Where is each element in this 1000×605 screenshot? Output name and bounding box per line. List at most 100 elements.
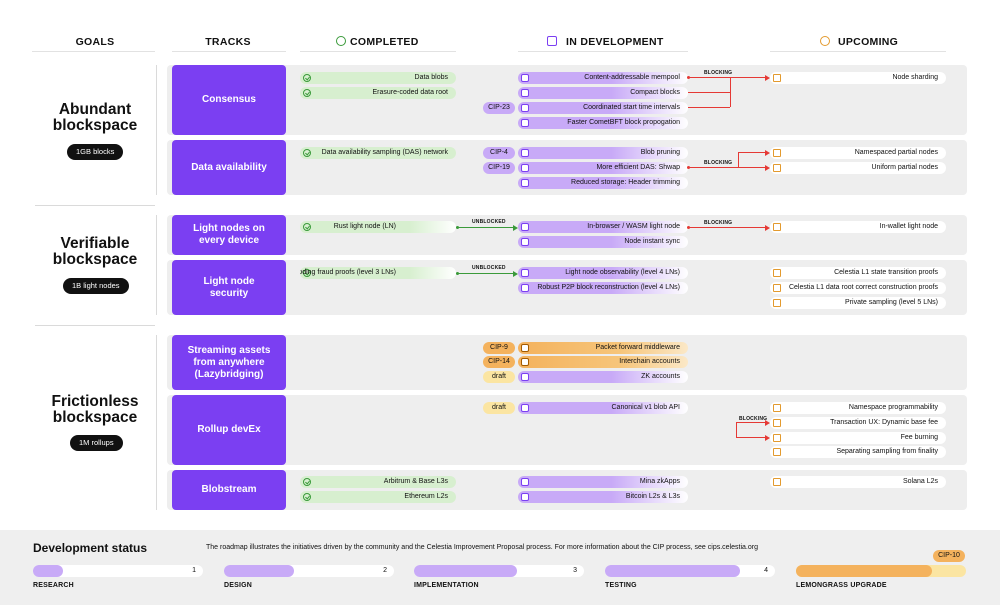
- in-development-item[interactable]: ZK accounts: [518, 371, 688, 383]
- cip-badge[interactable]: CIP-14: [483, 356, 515, 368]
- track-consensus[interactable]: Consensus: [172, 65, 286, 135]
- calendar-icon: [773, 223, 781, 231]
- item-label: Namespaced partial nodes: [854, 149, 938, 156]
- wrench-icon: [521, 493, 529, 501]
- completed-item[interactable]: Data availability sampling (DAS) network: [300, 147, 456, 159]
- completed-item[interactable]: Data blobs: [300, 72, 456, 84]
- item-label: Content-addressable mempool: [584, 74, 680, 81]
- calendar-icon: [773, 419, 781, 427]
- connector-line: [736, 437, 765, 438]
- header-goals-underline: [32, 51, 155, 52]
- header-completed-underline: [300, 51, 456, 52]
- in-development-item[interactable]: Interchain accounts: [518, 356, 688, 368]
- in-development-item[interactable]: Content-addressable mempool: [518, 72, 688, 84]
- pencil-icon: [521, 358, 529, 366]
- item-label: Rust light node (LN): [333, 223, 396, 230]
- blocking-tag: BLOCKING: [704, 220, 733, 226]
- blocking-tag: BLOCKING: [704, 160, 733, 166]
- in-development-item[interactable]: Packet forward middleware: [518, 342, 688, 354]
- completed-item[interactable]: Bad encoding fraud proofs (level 3 LNs): [300, 267, 456, 279]
- stage-number: 4: [764, 567, 768, 574]
- goal-separator: [35, 325, 155, 326]
- goal-title: Abundant blockspace: [52, 101, 138, 134]
- upcoming-item[interactable]: Namespace programmability: [770, 402, 946, 414]
- in-development-item[interactable]: Bitcoin L2s & L3s: [518, 491, 688, 503]
- upcoming-item[interactable]: Separating sampling from finality: [770, 446, 946, 458]
- in-development-item[interactable]: Mina zkApps: [518, 476, 688, 488]
- calendar-icon: [773, 74, 781, 82]
- in-development-item[interactable]: More efficient DAS: Shwap: [518, 162, 688, 174]
- stage-implementation-bar: 3: [414, 565, 584, 577]
- cip-badge[interactable]: CIP-10: [933, 550, 965, 562]
- pencil-icon: [521, 104, 529, 112]
- pencil-icon: [521, 238, 529, 246]
- upcoming-item[interactable]: Uniform partial nodes: [770, 162, 946, 174]
- upcoming-item[interactable]: Celestia L1 data root correct constructi…: [770, 282, 946, 294]
- header-upcoming: UPCOMING: [838, 36, 899, 48]
- cip-badge[interactable]: CIP-23: [483, 102, 515, 114]
- cip-badge[interactable]: CIP-19: [483, 162, 515, 174]
- completed-item[interactable]: Arbitrum & Base L3s: [300, 476, 456, 488]
- item-label: Solana L2s: [902, 478, 938, 485]
- track-data-availability[interactable]: Data availability: [172, 140, 286, 195]
- wrench-icon: [521, 223, 529, 231]
- item-label: Data availability sampling (DAS) network: [321, 149, 448, 156]
- connector-line: [730, 77, 731, 107]
- upcoming-item[interactable]: Node sharding: [770, 72, 946, 84]
- item-label: Packet forward middleware: [595, 344, 680, 351]
- blocking-arrow: [689, 77, 765, 78]
- cip-badge[interactable]: CIP-9: [483, 342, 515, 354]
- draft-badge[interactable]: draft: [483, 371, 515, 383]
- stage-label: DESIGN: [224, 582, 253, 589]
- item-label: Uniform partial nodes: [871, 164, 938, 171]
- upcoming-item[interactable]: Transaction UX: Dynamic base fee: [770, 417, 946, 429]
- upcoming-item[interactable]: Solana L2s: [770, 476, 946, 488]
- in-development-item[interactable]: Compact blocks: [518, 87, 688, 99]
- in-development-item[interactable]: Robust P2P block reconstruction (level 4…: [518, 282, 688, 294]
- completed-item[interactable]: Ethereum L2s: [300, 491, 456, 503]
- blocking-tag: BLOCKING: [739, 416, 768, 422]
- check-circle-icon: [303, 478, 311, 486]
- upcoming-item[interactable]: Fee burning: [770, 432, 946, 444]
- completed-item[interactable]: Erasure-coded data root: [300, 87, 456, 99]
- stage-number: 3: [573, 567, 577, 574]
- wrench-icon: [521, 478, 529, 486]
- track-light-nodes[interactable]: Light nodes on every device: [172, 215, 286, 255]
- upcoming-item[interactable]: In-wallet light node: [770, 221, 946, 233]
- track-streaming[interactable]: Streaming assets from anywhere (Lazybrid…: [172, 335, 286, 390]
- item-label: Light node observability (level 4 LNs): [565, 269, 680, 276]
- item-label: Bitcoin L2s & L3s: [625, 493, 680, 500]
- completed-item[interactable]: Rust light node (LN): [300, 221, 456, 233]
- track-rollup-devex[interactable]: Rollup devEx: [172, 395, 286, 465]
- in-development-item[interactable]: Node instant sync: [518, 236, 688, 248]
- in-development-item[interactable]: Coordinated start time intervals: [518, 102, 688, 114]
- wrench-icon: [521, 89, 529, 97]
- upcoming-item[interactable]: Namespaced partial nodes: [770, 147, 946, 159]
- check-circle-icon: [303, 149, 311, 157]
- in-development-item[interactable]: Light node observability (level 4 LNs): [518, 267, 688, 279]
- in-development-item[interactable]: Reduced storage: Header trimming: [518, 177, 688, 189]
- in-development-item[interactable]: In-browser / WASM light node: [518, 221, 688, 233]
- track-blobstream[interactable]: Blobstream: [172, 470, 286, 510]
- stage-lemongrass-bar: [796, 565, 966, 577]
- stage-fill: [33, 565, 63, 577]
- upcoming-item[interactable]: Private sampling (level 5 LNs): [770, 297, 946, 309]
- in-development-item[interactable]: Blob pruning: [518, 147, 688, 159]
- unblocked-dot: [456, 226, 459, 229]
- connector-line: [738, 152, 739, 167]
- in-development-item[interactable]: Canonical v1 blob API: [518, 402, 688, 414]
- upcoming-item[interactable]: Celestia L1 state transition proofs: [770, 267, 946, 279]
- check-circle-icon: [303, 74, 311, 82]
- pencil-icon: [521, 149, 529, 157]
- arrow-head: [765, 75, 770, 81]
- check-circle-icon: [336, 36, 346, 46]
- cip-badge[interactable]: CIP-4: [483, 147, 515, 159]
- draft-badge[interactable]: draft: [483, 402, 515, 414]
- item-label: Blob pruning: [640, 149, 680, 156]
- item-label: Interchain accounts: [619, 358, 680, 365]
- item-label: In-wallet light node: [879, 223, 938, 230]
- arrow-head: [765, 150, 770, 156]
- in-development-item[interactable]: Faster CometBFT block propogation: [518, 117, 688, 129]
- track-light-node-security[interactable]: Light node security: [172, 260, 286, 315]
- goal-badge: 1B light nodes: [63, 278, 129, 294]
